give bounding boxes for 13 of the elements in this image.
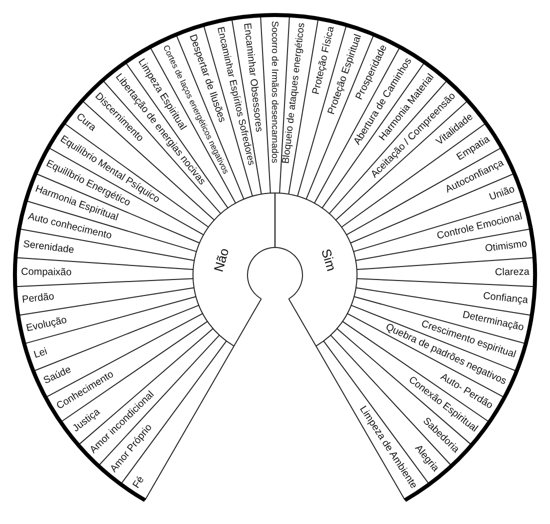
- wedge-label: Bloqueio de ataques energéticos: [282, 22, 308, 164]
- wedge-label: Evolução: [26, 314, 68, 334]
- wedge-label: Serenidade: [22, 238, 74, 256]
- wedge-label: Compaixão: [20, 266, 72, 278]
- wedge-label: Lei: [32, 346, 49, 361]
- wedge-label: Fé: [131, 474, 147, 490]
- wedge-label: Perdão: [22, 292, 55, 306]
- wedge-label: Socorro de Irmãos desencarnados: [270, 21, 280, 164]
- wedge-label: Otimismo: [484, 238, 528, 255]
- wedge-label: Clareza: [494, 266, 530, 278]
- ring-half-label: Sim: [318, 247, 338, 273]
- ring-half-label: Não: [212, 246, 232, 274]
- wedge-label: Confiança: [482, 290, 528, 306]
